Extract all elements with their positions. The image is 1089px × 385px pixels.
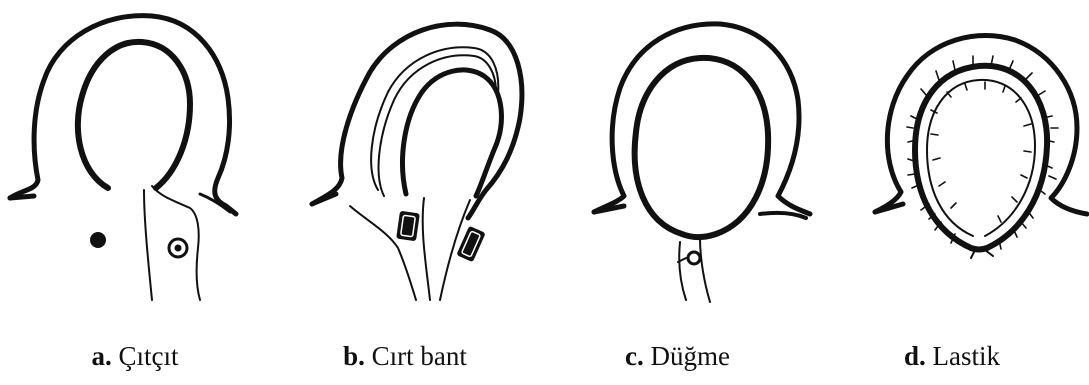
caption-label: Düğme [651,341,730,371]
panel-elastic: d. Lastik [815,0,1089,385]
caption-letter: a. [92,341,112,371]
panel-caption: c. Düğme [540,343,815,370]
elastic-band [915,66,1047,250]
panel-caption: b. Cırt bant [270,343,540,370]
button-icon [688,252,700,264]
panel-button: c. Düğme [540,0,815,385]
panel-caption: a. Çıtçıt [0,343,270,370]
caption-label: Cırt bant [372,341,467,371]
velcro-patch-icon [456,226,485,263]
hood-elastic-drawing [815,0,1089,310]
caption-label: Çıtçıt [119,341,179,371]
caption-letter: d. [904,341,926,371]
hood-snap-drawing [0,0,270,310]
hood-velcro-drawing [270,0,540,310]
snap-icon [90,232,106,248]
caption-letter: c. [625,341,644,371]
velcro-patch-icon [396,211,420,242]
hood-button-drawing [540,0,815,310]
caption-letter: b. [343,341,365,371]
panel-velcro: b. Cırt bant [270,0,540,385]
panel-snap-fastener: a. Çıtçıt [0,0,270,385]
caption-label: Lastik [933,341,1001,371]
panel-caption: d. Lastik [815,343,1089,370]
